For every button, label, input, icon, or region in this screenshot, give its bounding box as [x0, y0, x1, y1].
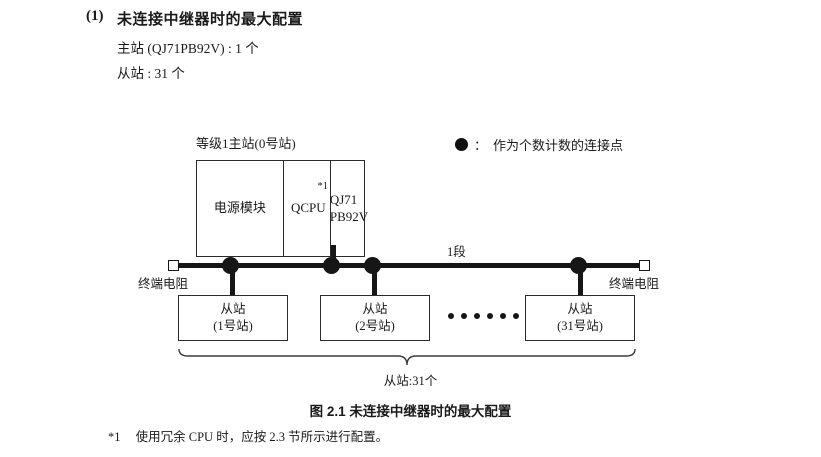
footnote-mark: *1 [108, 430, 121, 444]
network-module-label-line2: PB92V [329, 208, 369, 224]
footnote-text: 使用冗余 CPU 时，应按 2.3 节所示进行配置。 [135, 430, 389, 444]
section-title: 未连接中继器时的最大配置 [117, 11, 304, 28]
ellipsis-dot [513, 313, 519, 319]
master-station-module: 电源模块 QCPU *1 QJ71 PB92V [196, 160, 368, 257]
slave-station-box: 从站 (2号站) [320, 295, 430, 341]
slave-station-name: 从站 [567, 302, 593, 317]
slave-total-label: 从站:31个 [383, 374, 438, 388]
dot-filled-icon [455, 138, 468, 151]
connection-dot-slave-1 [222, 257, 239, 274]
slave-station-name: 从站 [362, 302, 388, 317]
slave-station-name: 从站 [220, 302, 246, 317]
master-drop-line [331, 245, 336, 263]
ellipsis-dot [461, 313, 467, 319]
network-module-label-line1: QJ71 [329, 192, 358, 208]
power-supply-module-label: 电源模块 [213, 200, 266, 216]
spec-slave-count: 从站 : 31 个 [117, 66, 185, 81]
slave-2-drop-line [372, 263, 377, 296]
qcpu-module-cell: QCPU *1 [284, 161, 331, 256]
terminator-left-label: 终端电阻 [138, 277, 189, 291]
terminator-right-icon [639, 260, 650, 271]
connection-dot-slave-2 [364, 257, 381, 274]
segment-label: 1段 [447, 245, 466, 259]
slave-station-box: 从站 (1号站) [178, 295, 288, 341]
legend-separator: ： [474, 138, 488, 153]
ellipsis-dots-icon [448, 313, 519, 319]
legend: ： 作为个数计数的连接点 [455, 135, 623, 154]
slave-total-annotation: 从站:31个 [0, 370, 821, 389]
slave-1-drop-line [230, 263, 235, 296]
connection-dot-slave-31 [570, 257, 587, 274]
qcpu-footnote-mark: *1 [317, 181, 329, 192]
slave-station-number: (2号站) [355, 319, 395, 333]
spec-master-count: 主站 (QJ71PB92V) : 1 个 [117, 41, 259, 56]
ellipsis-dot [500, 313, 506, 319]
section-number: (1) [86, 8, 104, 24]
slave-station-number: (1号站) [213, 319, 253, 333]
connection-dot-master [323, 257, 340, 274]
slave-group-brace [176, 348, 638, 368]
terminator-right-label: 终端电阻 [609, 277, 660, 291]
master-station-caption: 等级1主站(0号站) [196, 136, 296, 151]
brace-shape-icon [178, 348, 636, 366]
qcpu-module-label: QCPU [290, 200, 326, 216]
network-module-label: QJ71 PB92V [330, 192, 368, 225]
ellipsis-dot [448, 313, 454, 319]
ellipsis-dot [487, 313, 493, 319]
slave-station-box: 从站 (31号站) [525, 295, 635, 341]
terminator-left-icon [168, 260, 179, 271]
slave-31-drop-line [578, 263, 583, 296]
footnote: *1 使用冗余 CPU 时，应按 2.3 节所示进行配置。 [108, 426, 388, 445]
bus-trunk-line [178, 263, 644, 268]
figure-caption: 图 2.1 未连接中继器时的最大配置 [309, 404, 512, 419]
slave-station-number: (31号站) [557, 319, 603, 333]
ellipsis-dot [474, 313, 480, 319]
network-module-cell: QJ71 PB92V [330, 161, 368, 256]
power-supply-module-cell: 电源模块 [197, 161, 284, 256]
legend-label: 作为个数计数的连接点 [493, 138, 624, 153]
